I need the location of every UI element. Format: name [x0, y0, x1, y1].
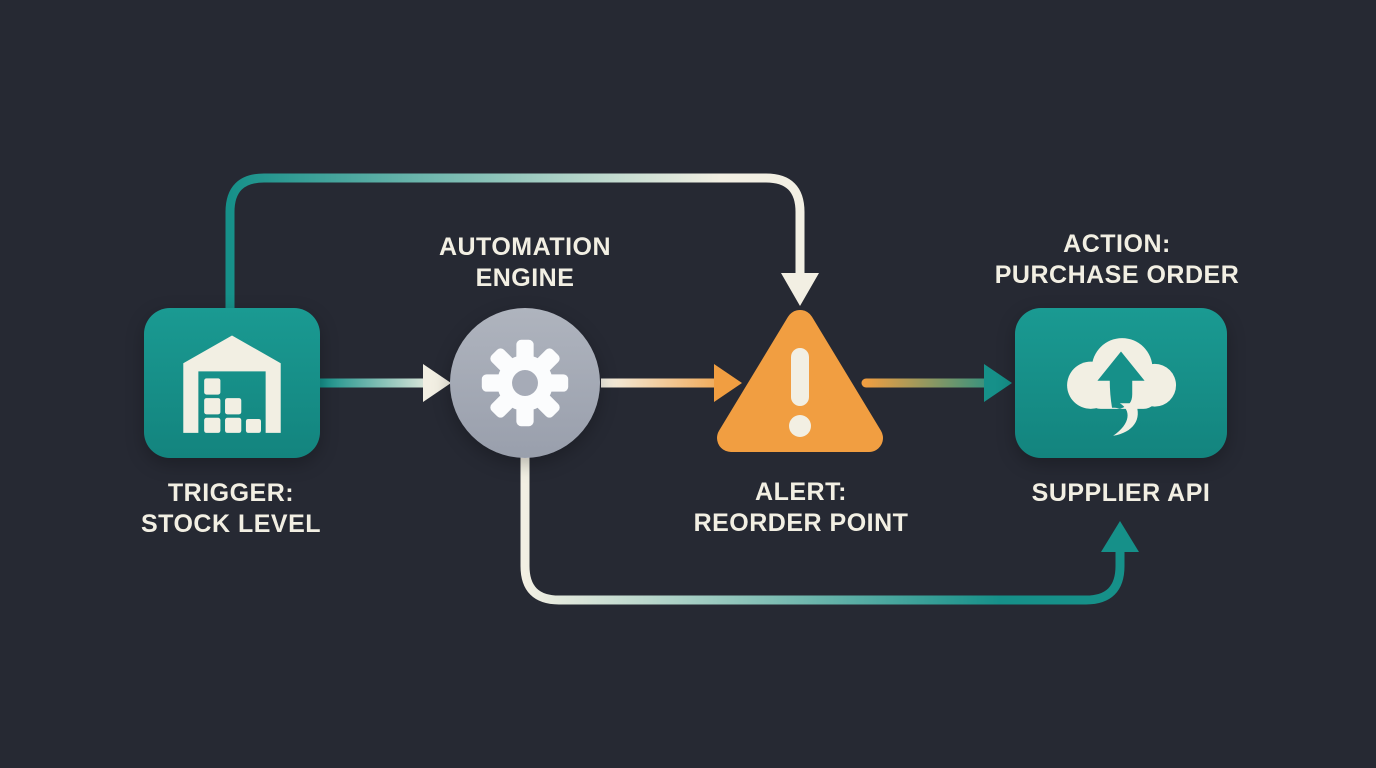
arrow-engine-to-alert-arrowhead — [714, 364, 742, 402]
gear-icon — [481, 339, 569, 427]
trigger-node — [144, 308, 320, 458]
engine-label: AUTOMATION ENGINE — [438, 233, 612, 292]
warehouse-icon — [183, 335, 281, 433]
bypass-arrow-trigger-to-alert — [225, 173, 805, 312]
alert-node — [705, 296, 895, 462]
cloud-upload-icon — [1067, 338, 1177, 436]
bypass-arrow-engine-to-supplier-arrowhead — [1101, 521, 1139, 552]
bypass-arrow-trigger-to-alert-arrowhead — [781, 273, 819, 306]
arrow-trigger-to-engine-arrowhead — [423, 364, 451, 402]
arrow-alert-to-action-arrowhead — [984, 364, 1012, 402]
supplier-label: SUPPLIER API — [1031, 479, 1211, 507]
engine-node — [450, 308, 600, 458]
action-label: ACTION: PURCHASE ORDER — [994, 230, 1240, 289]
trigger-label: TRIGGER: STOCK LEVEL — [140, 479, 322, 538]
alert-label: ALERT: REORDER POINT — [693, 478, 909, 537]
warning-icon — [717, 310, 883, 452]
bypass-arrow-engine-to-supplier — [520, 452, 1125, 605]
action-node — [1015, 308, 1227, 458]
